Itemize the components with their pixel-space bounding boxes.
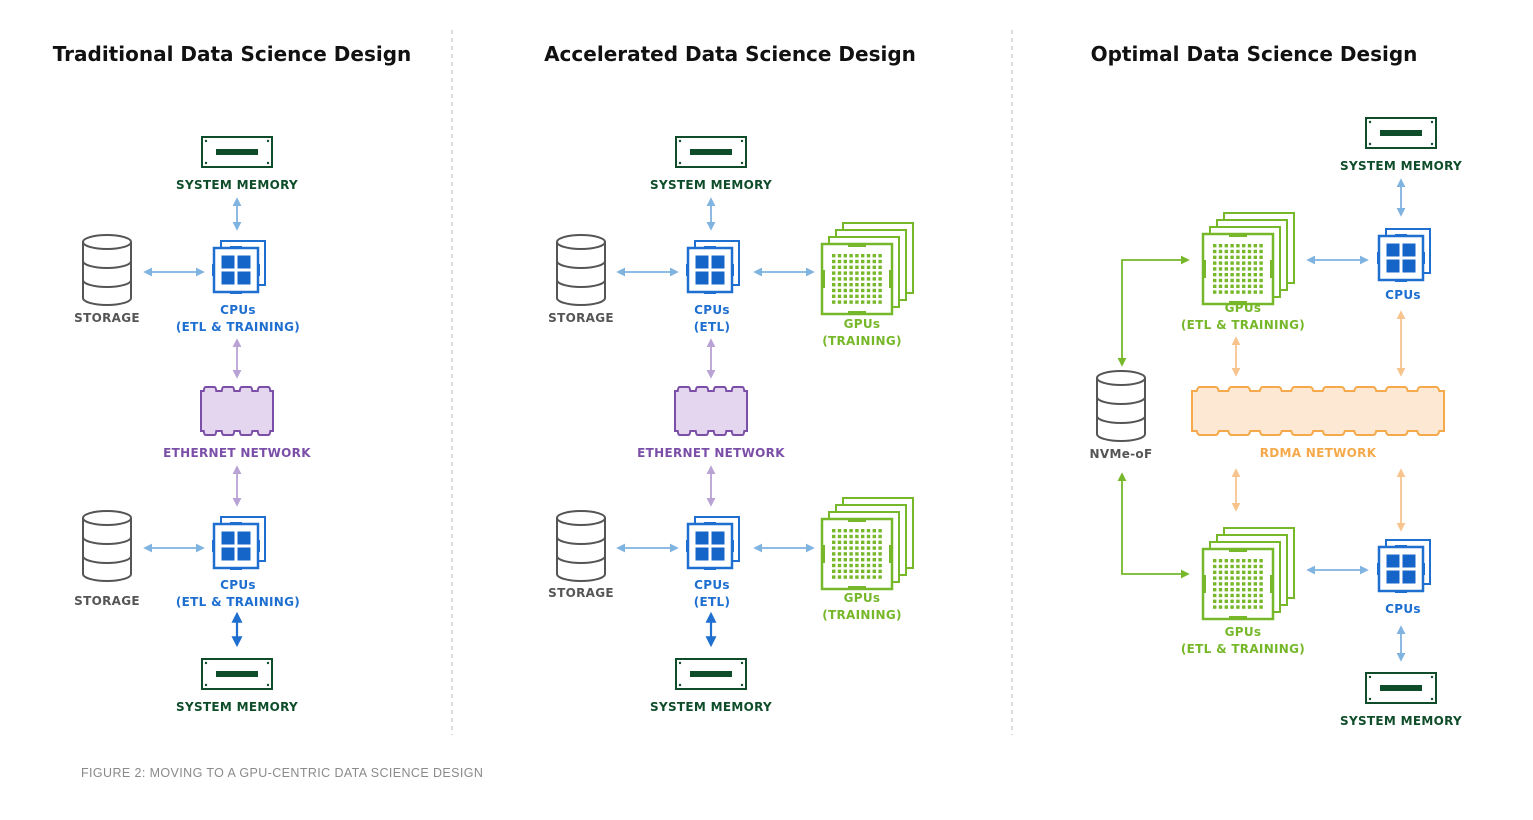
node-label-cpu2: CPUs [694, 578, 730, 592]
node-label-net: ETHERNET NETWORK [637, 446, 785, 460]
node-memory-mem2: SYSTEM MEMORY [176, 658, 298, 714]
node-memory-mem2: SYSTEM MEMORY [650, 658, 772, 714]
node-label-mem2: SYSTEM MEMORY [650, 700, 772, 714]
gpu-icon [1201, 527, 1295, 621]
node-label-net: ETHERNET NETWORK [163, 446, 311, 460]
memory-icon [1365, 117, 1437, 149]
memory-icon [201, 658, 273, 690]
node-sublabel-cpu1: (ETL & TRAINING) [176, 320, 300, 334]
memory-icon [675, 136, 747, 168]
cpu-icon [686, 240, 740, 294]
edges-layer [143, 178, 1406, 662]
panel-title-traditional: Traditional Data Science Design [53, 42, 412, 66]
node-label-cpu2: CPUs [1385, 602, 1421, 616]
node-cpu-cpu1: CPUs (ETL & TRAINING) [176, 240, 300, 334]
node-label-gpu1: GPUs [844, 317, 881, 331]
memory-icon [675, 658, 747, 690]
panel-title-accelerated: Accelerated Data Science Design [544, 42, 916, 66]
gpu-icon [820, 222, 914, 316]
node-gpu-gpu2: GPUs (TRAINING) [820, 497, 914, 622]
node-label-gpu2: GPUs [844, 591, 881, 605]
node-label-mem1: SYSTEM MEMORY [176, 178, 298, 192]
node-label-mem2: SYSTEM MEMORY [1340, 714, 1462, 728]
node-storage-nvme: NVMe-oF [1090, 370, 1153, 461]
ethernet-network-icon [674, 386, 748, 436]
node-label-mem2: SYSTEM MEMORY [176, 700, 298, 714]
node-label-cpu1: CPUs [220, 303, 256, 317]
node-label-mem1: SYSTEM MEMORY [650, 178, 772, 192]
node-label-cpu1: CPUs [1385, 288, 1421, 302]
node-label-gpu2: GPUs [1225, 625, 1262, 639]
node-cpu-cpu1: CPUs (ETL) [686, 240, 740, 334]
ethernet-network-icon [200, 386, 274, 436]
node-storage-sto1: STORAGE [74, 234, 140, 325]
panel-title-optimal: Optimal Data Science Design [1091, 42, 1418, 66]
figure-caption: FIGURE 2: MOVING TO A GPU-CENTRIC DATA S… [81, 766, 484, 780]
cpu-icon [1377, 539, 1431, 593]
node-sublabel-cpu2: (ETL) [694, 595, 731, 609]
node-label-nvme: NVMe-oF [1090, 447, 1153, 461]
node-sublabel-cpu2: (ETL & TRAINING) [176, 595, 300, 609]
node-label-sto1: STORAGE [548, 311, 614, 325]
node-memory-mem1: SYSTEM MEMORY [650, 136, 772, 192]
node-cpu-cpu2: CPUs (ETL & TRAINING) [176, 516, 300, 609]
gpu-icon [1201, 212, 1295, 306]
node-sublabel-gpu1: (ETL & TRAINING) [1181, 318, 1305, 332]
node-cpu-cpu1: CPUs [1377, 228, 1431, 302]
node-gpu-gpu2: GPUs (ETL & TRAINING) [1181, 527, 1305, 656]
node-sublabel-cpu1: (ETL) [694, 320, 731, 334]
node-label-gpu1: GPUs [1225, 301, 1262, 315]
node-memory-mem2: SYSTEM MEMORY [1340, 672, 1462, 728]
node-gpu-gpu1: GPUs (ETL & TRAINING) [1181, 212, 1305, 332]
node-label-net: RDMA NETWORK [1260, 446, 1377, 460]
node-memory-mem1: SYSTEM MEMORY [1340, 117, 1462, 173]
node-label-cpu2: CPUs [220, 578, 256, 592]
node-label-sto1: STORAGE [74, 311, 140, 325]
cpu-icon [212, 240, 266, 294]
node-storage-sto2: STORAGE [74, 510, 140, 608]
node-ethernet-net: ETHERNET NETWORK [163, 386, 311, 460]
panel-traditional: SYSTEM MEMORY STORAGE CPUs (ETL & TRAINING)… [74, 136, 311, 714]
gpu-icon [820, 497, 914, 591]
nodes-layer: SYSTEM MEMORY STORAGE CPUs (ETL & TRAINING)… [74, 117, 1462, 728]
node-storage-sto1: STORAGE [548, 234, 614, 325]
panel-accelerated: SYSTEM MEMORY STORAGE CPUs (ETL) GPUs (TRAINI… [548, 136, 914, 714]
node-cpu-cpu2: CPUs (ETL) [686, 516, 740, 609]
node-sublabel-gpu1: (TRAINING) [822, 334, 902, 348]
edge-optimal-nvme-gpu1 [1117, 255, 1190, 367]
node-label-cpu1: CPUs [694, 303, 730, 317]
storage-icon [556, 234, 606, 306]
node-gpu-gpu1: GPUs (TRAINING) [820, 222, 914, 348]
storage-icon [556, 510, 606, 582]
cpu-icon [1377, 228, 1431, 282]
node-label-mem1: SYSTEM MEMORY [1340, 159, 1462, 173]
memory-icon [1365, 672, 1437, 704]
memory-icon [201, 136, 273, 168]
node-ethernet-net: ETHERNET NETWORK [637, 386, 785, 460]
storage-icon [82, 234, 132, 306]
node-memory-mem1: SYSTEM MEMORY [176, 136, 298, 192]
node-label-sto2: STORAGE [74, 594, 140, 608]
storage-icon [82, 510, 132, 582]
node-sublabel-gpu2: (ETL & TRAINING) [1181, 642, 1305, 656]
node-label-sto2: STORAGE [548, 586, 614, 600]
cpu-icon [212, 516, 266, 570]
node-cpu-cpu2: CPUs [1377, 539, 1431, 616]
storage-icon [1096, 370, 1146, 442]
node-sublabel-gpu2: (TRAINING) [822, 608, 902, 622]
cpu-icon [686, 516, 740, 570]
rdma-network-icon [1191, 386, 1445, 436]
edge-optimal-nvme-gpu2 [1117, 472, 1190, 579]
node-rdma-net: RDMA NETWORK [1191, 386, 1445, 460]
node-storage-sto2: STORAGE [548, 510, 614, 600]
